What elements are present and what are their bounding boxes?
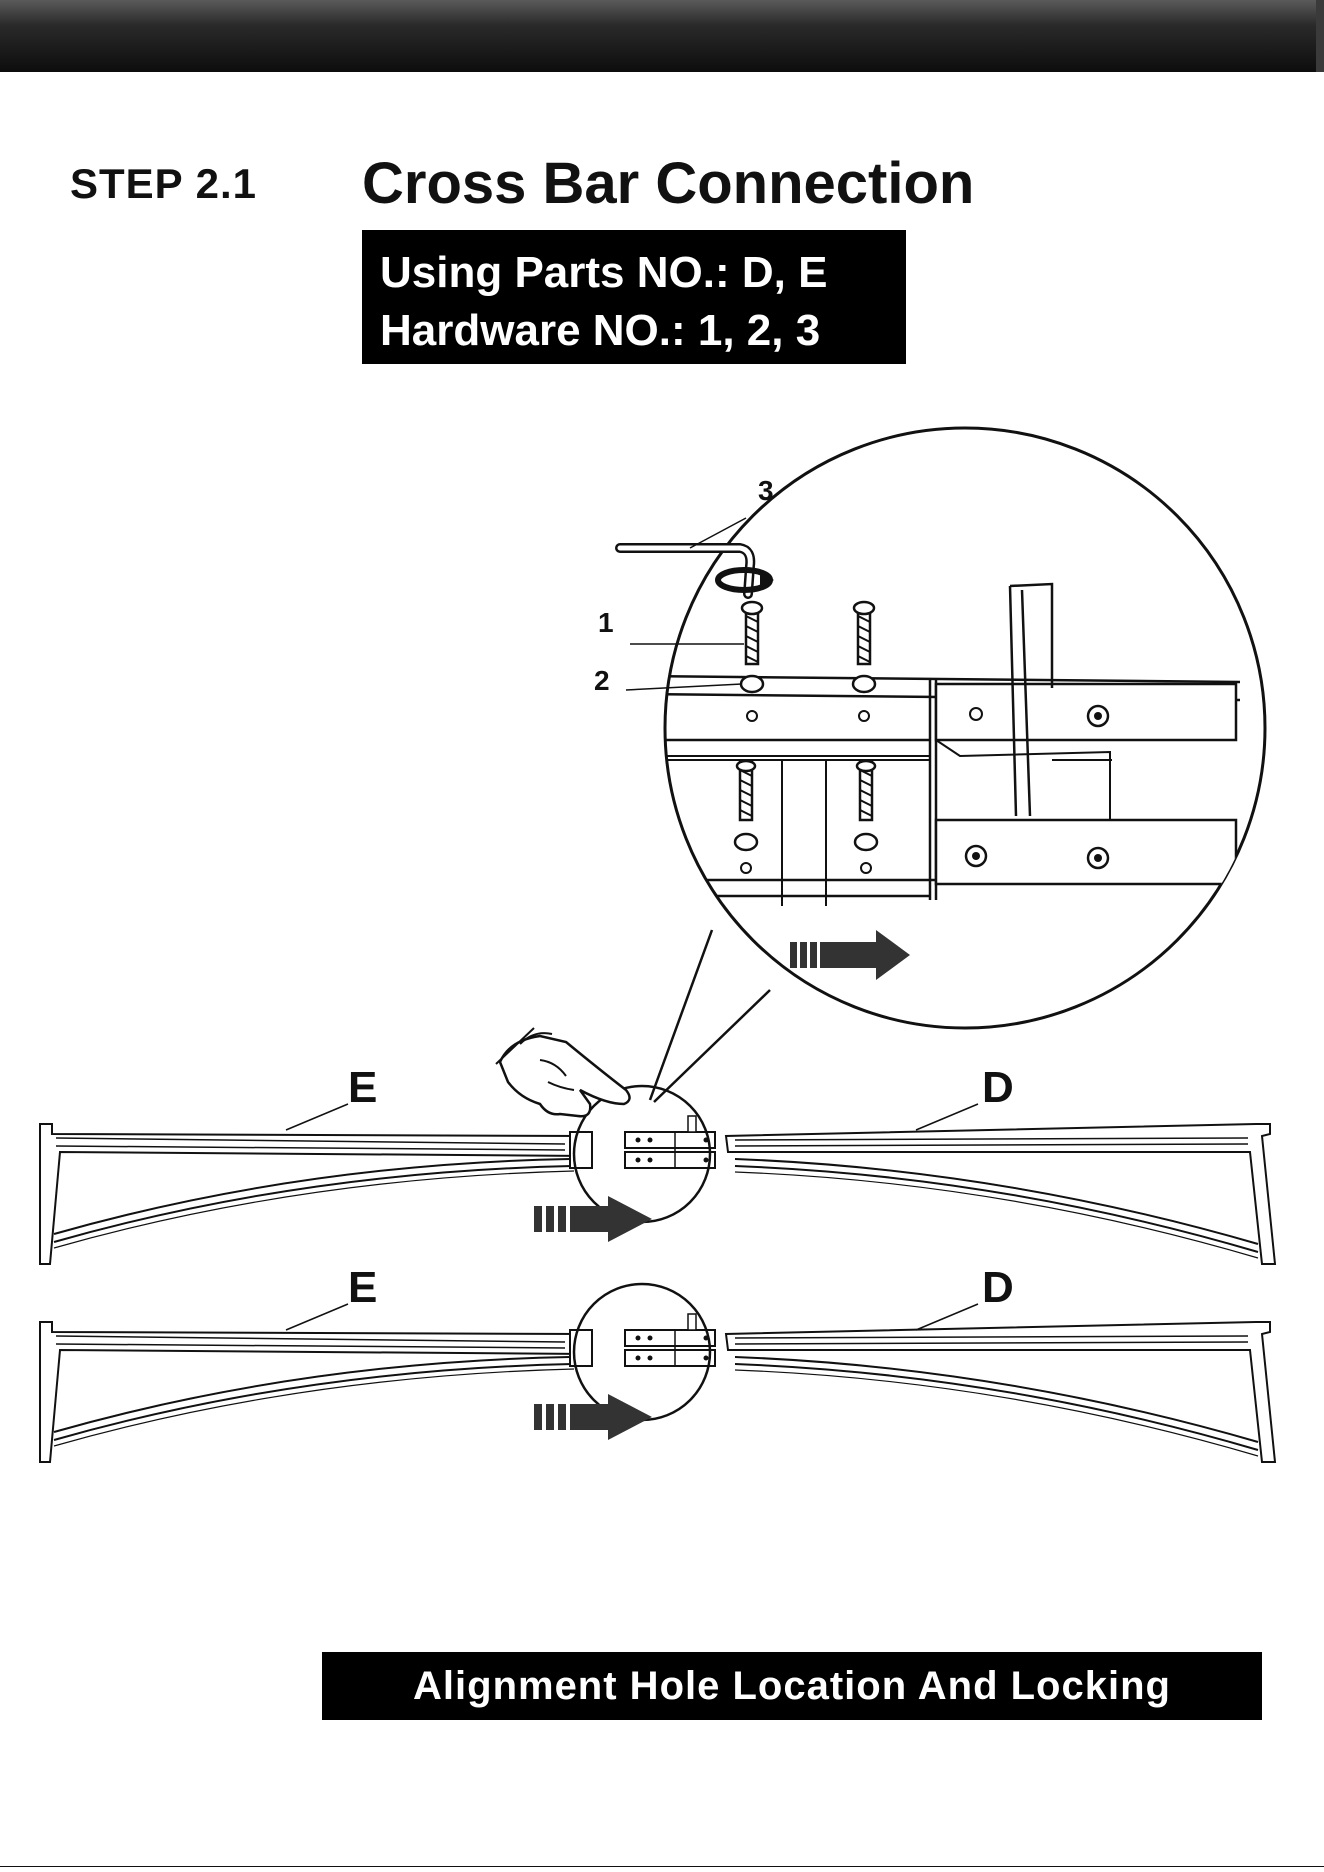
pointing-hand-icon (496, 1028, 630, 1116)
allen-wrench-icon (620, 548, 774, 594)
footer-caption: Alignment Hole Location And Locking (322, 1652, 1262, 1720)
callout-washer: 2 (594, 665, 610, 696)
label-d-bottom: D (982, 1263, 1014, 1312)
bar-assembly-top (40, 1086, 1275, 1264)
label-e-bottom: E (348, 1263, 377, 1312)
footer-rule (0, 1866, 1324, 1867)
leader-e-bottom (286, 1304, 348, 1330)
label-e-top: E (348, 1063, 377, 1112)
callout-bolt: 1 (598, 607, 614, 638)
label-d-top: D (982, 1063, 1014, 1112)
leader-d-bottom (916, 1304, 978, 1330)
callout-wrench: 3 (758, 475, 774, 506)
zoom-connector-right (654, 990, 770, 1102)
leader-d-top (916, 1104, 978, 1130)
leader-e-top (286, 1104, 348, 1130)
bar-assembly-bottom (40, 1284, 1275, 1462)
